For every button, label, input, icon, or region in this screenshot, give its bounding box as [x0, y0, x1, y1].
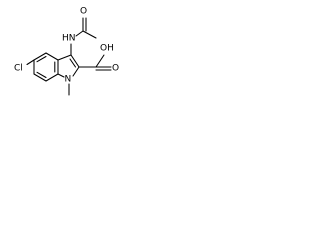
n-label: N: [65, 75, 72, 85]
bond-carboxyl-oh: [95, 54, 105, 68]
hn-label: HN: [62, 34, 76, 44]
cl-label: Cl: [14, 64, 23, 74]
bond-c2-n1: [72, 66, 80, 77]
bond-n1-c7a: [57, 73, 65, 78]
o-top-label: O: [80, 7, 87, 17]
double-bond-c4-c5-inner: [36, 55, 47, 63]
o-right-label: O: [112, 64, 119, 74]
bond-c3a-c4: [45, 52, 59, 61]
double-bond-c3-c2-inner: [69, 58, 77, 68]
carboxylic-acid-group: [78, 54, 112, 71]
bond-carbonyl-methyl: [82, 30, 97, 39]
bond-c4-c5: [33, 52, 47, 61]
bond-c3-c2: [70, 54, 80, 68]
bond-nh-carbonyl: [75, 30, 84, 37]
bond-c3a-c3: [57, 54, 72, 61]
chemical-structure: HN O OH O Cl N: [14, 7, 119, 96]
bond-c7-c7a: [45, 73, 59, 82]
benzene-ring: [33, 52, 59, 82]
bond-c5-cl: [26, 59, 35, 66]
oh-label: OH: [100, 44, 114, 54]
bond-c6-c7: [33, 73, 47, 82]
acetylamino-group: [70, 17, 97, 56]
double-bond-c6-c7-inner: [36, 71, 47, 79]
pyrrole-ring: [57, 54, 80, 78]
